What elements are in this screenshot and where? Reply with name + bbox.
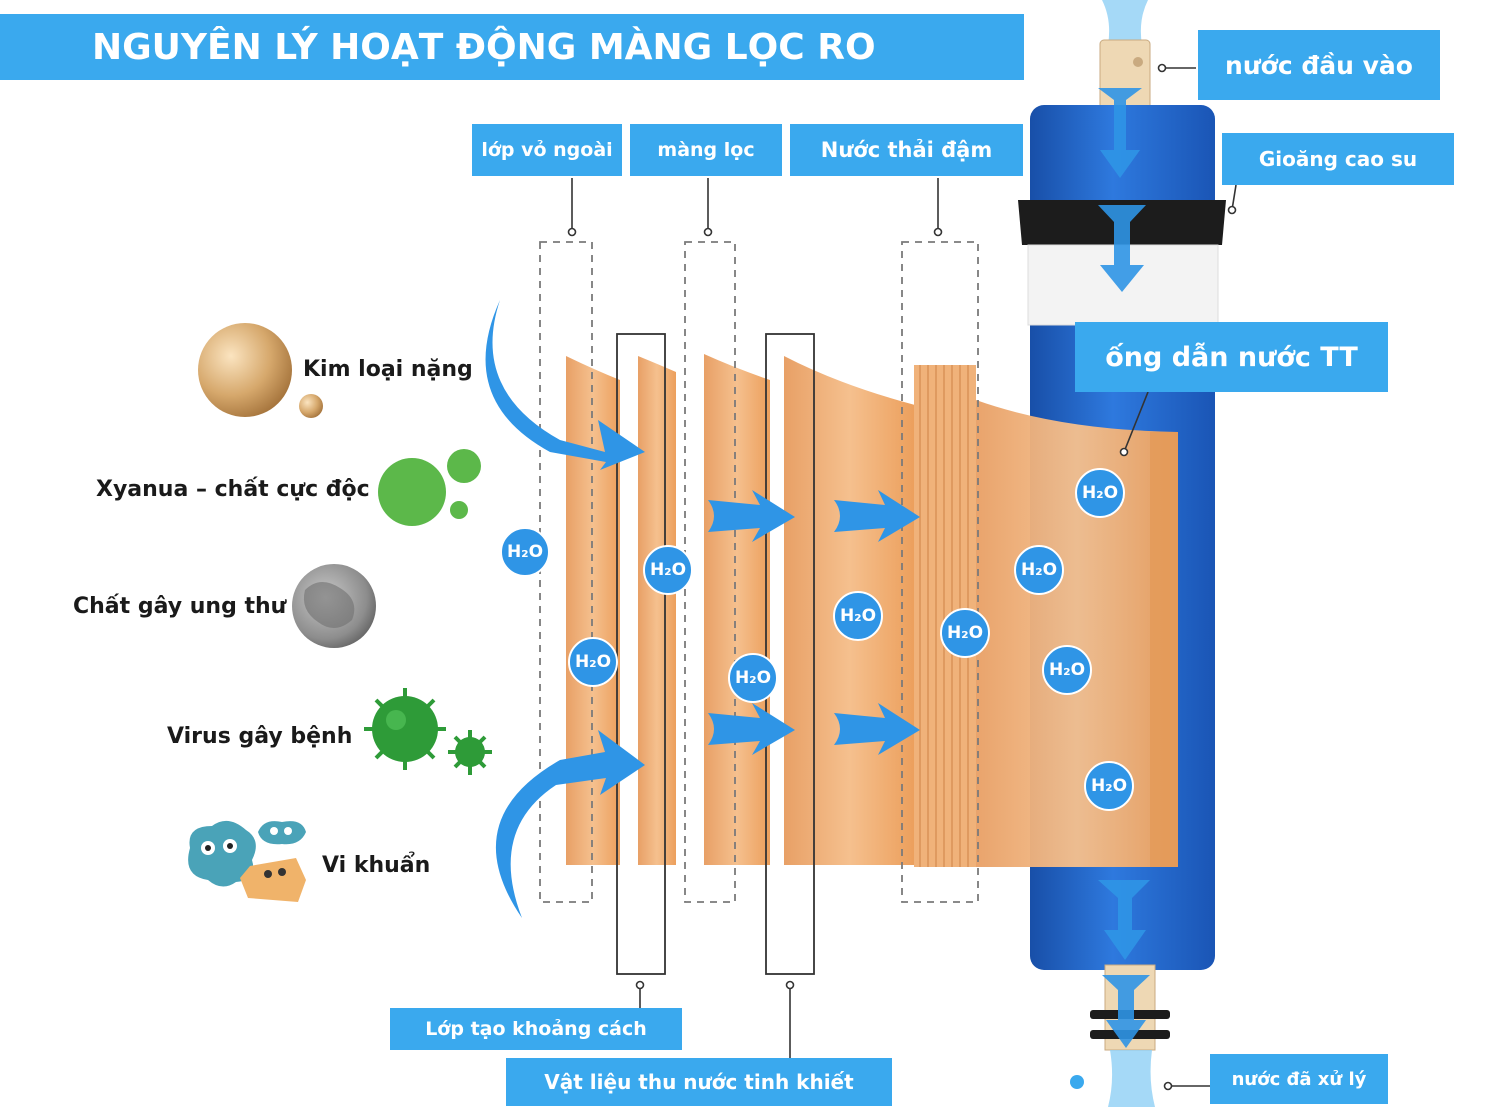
h2o-molecule: H₂O (500, 527, 550, 577)
contaminant-label-carcinogen: Chất gây ung thư (73, 594, 287, 619)
metal-ball-icon (198, 323, 323, 418)
virus-icon (364, 688, 492, 775)
small-drop-icon (1070, 1075, 1084, 1089)
contaminant-label-virus: Virus gây bệnh (167, 724, 353, 749)
h2o-molecule: H₂O (833, 591, 883, 641)
h2o-molecule: H₂O (1075, 468, 1125, 518)
h2o-molecule: H₂O (643, 545, 693, 595)
membrane-sheets (566, 354, 1178, 867)
flow-arrows (485, 88, 1150, 1048)
inlet-stream (1102, 0, 1148, 45)
label-spacer: Lớp tạo khoảng cách (390, 1008, 682, 1050)
page-title: NGUYÊN LÝ HOẠT ĐỘNG MÀNG LỌC RO (0, 14, 1024, 80)
bacteria-icon (188, 820, 306, 902)
h2o-molecule: H₂O (940, 608, 990, 658)
h2o-molecule: H₂O (728, 653, 778, 703)
cyanide-dots-icon (378, 449, 481, 526)
h2o-molecule: H₂O (1042, 645, 1092, 695)
outlet-stream (1108, 1050, 1155, 1107)
label-center-tube: ống dẫn nước TT (1075, 322, 1388, 392)
leader-lines (567, 63, 1237, 1091)
label-outer-shell: lớp vỏ ngoài (472, 124, 622, 176)
label-concentrate: Nước thải đậm (790, 124, 1023, 176)
label-water-in: nước đầu vào (1198, 30, 1440, 100)
label-permeate-carrier: Vật liệu thu nước tinh khiết (506, 1058, 892, 1106)
h2o-molecule: H₂O (1084, 761, 1134, 811)
contaminant-label-metal: Kim loại nặng (303, 357, 473, 382)
label-water-out: nước đã xử lý (1210, 1054, 1388, 1104)
label-rubber-seal: Gioăng cao su (1222, 133, 1454, 185)
contaminant-label-bacteria: Vi khuẩn (322, 853, 431, 878)
carcinogen-icon (292, 564, 376, 648)
contaminant-label-cyanide: Xyanua – chất cực độc (96, 477, 370, 502)
h2o-molecule: H₂O (1014, 545, 1064, 595)
h2o-molecule: H₂O (568, 637, 618, 687)
label-membrane: màng lọc (630, 124, 782, 176)
